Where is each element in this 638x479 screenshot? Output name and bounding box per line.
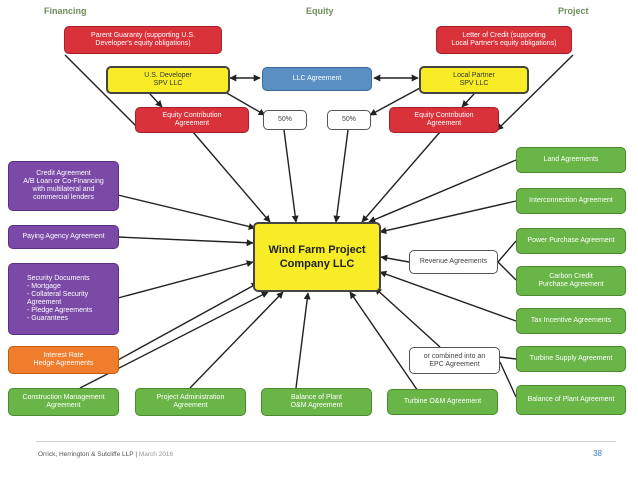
arrow-paying-to-wf bbox=[117, 236, 254, 247]
carbon-credit-box: Carbon Credit Purchase Agreement bbox=[516, 266, 626, 296]
us-developer-box: U.S. Developer SPV LLC bbox=[106, 66, 230, 94]
header-financing: Financing bbox=[44, 6, 87, 16]
arrow-usdev-to-equity-left bbox=[149, 93, 163, 108]
turbine-supply-box: Turbine Supply Agreement bbox=[516, 346, 626, 372]
arrow-security-to-wf bbox=[117, 260, 254, 299]
parent-guaranty-box: Parent Guaranty (supporting U.S. Develop… bbox=[64, 26, 222, 54]
arrow-loc-to-equity-right bbox=[496, 54, 574, 131]
local-partner-box: Local Partner SPV LLC bbox=[419, 66, 529, 94]
arrow-turbine-om-to-wf bbox=[349, 291, 421, 395]
arrow-hedge-to-wf bbox=[117, 282, 259, 361]
footer-date: March 2016 bbox=[138, 451, 174, 458]
pct-left-box: 50% bbox=[263, 110, 307, 130]
interconnection-agreement-box: Interconnection Agreement bbox=[516, 188, 626, 214]
interest-rate-hedge-box: Interest Rate Hedge Agreements bbox=[8, 346, 119, 374]
balance-of-plant-om-box: Balance of Plant O&M Agreement bbox=[261, 388, 372, 416]
tax-incentive-box: Tax Incentive Agreements bbox=[516, 308, 626, 334]
arrow-revenue-to-wf bbox=[380, 254, 410, 263]
arrow-tax-to-wf bbox=[379, 270, 517, 322]
equity-contribution-right-box: Equity Contribution Agreement bbox=[389, 107, 499, 133]
footer-separator: | bbox=[135, 451, 138, 458]
construction-management-box: Construction Management Agreement bbox=[8, 388, 119, 416]
footer-firm: Orrick, Herrington & Sutcliffe LLP bbox=[38, 451, 134, 458]
project-administration-box: Project Administration Agreement bbox=[135, 388, 246, 416]
power-purchase-box: Power Purchase Agreement bbox=[516, 228, 626, 254]
paying-agency-box: Paying Agency Agreement bbox=[8, 225, 119, 249]
arrow-land-to-wf bbox=[368, 159, 517, 223]
turbine-om-box: Turbine O&M Agreement bbox=[387, 389, 498, 415]
arrow-50-right-to-wf bbox=[333, 129, 349, 223]
arrow-50-left-to-wf bbox=[283, 129, 299, 223]
line-revenue-ppa bbox=[497, 240, 517, 263]
arrow-bop-om-to-wf bbox=[295, 292, 311, 389]
wind-farm-project-company-box: Wind Farm Project Company LLC bbox=[253, 222, 381, 292]
line-epc-turbine-supply bbox=[499, 356, 517, 360]
page-number: 38 bbox=[593, 449, 602, 458]
revenue-agreements-box: Revenue Agreements bbox=[409, 250, 498, 274]
security-documents-box: Security Documents - Mortgage - Collater… bbox=[8, 263, 119, 335]
arrow-local-to-equity-right bbox=[461, 93, 475, 108]
footer: Orrick, Herrington & Sutcliffe LLP | Mar… bbox=[38, 451, 173, 458]
balance-of-plant-box: Balance of Plant Agreement bbox=[516, 385, 626, 415]
header-project: Project bbox=[558, 6, 589, 16]
arrow-interconnection-to-wf bbox=[379, 200, 517, 235]
line-epc-bop bbox=[499, 361, 517, 398]
credit-agreement-box: Credit Agreement A/B Loan or Co-Financin… bbox=[8, 161, 119, 211]
header-equity: Equity bbox=[306, 6, 334, 16]
arrow-credit-to-wf bbox=[117, 194, 256, 230]
arrow-projadmin-to-wf bbox=[189, 291, 284, 389]
epc-agreement-box: or combined into an EPC Agreement bbox=[409, 347, 500, 374]
arrow-local-to-50-right bbox=[369, 87, 421, 116]
footer-divider bbox=[36, 441, 616, 442]
arrow-parent-to-equity-left bbox=[64, 54, 143, 133]
land-agreements-box: Land Agreements bbox=[516, 147, 626, 173]
arrow-equity-left-to-wf bbox=[192, 131, 271, 223]
line-revenue-carbon bbox=[497, 261, 517, 281]
arrow-equity-right-to-wf bbox=[361, 131, 441, 223]
pct-right-box: 50% bbox=[327, 110, 371, 130]
equity-contribution-left-box: Equity Contribution Agreement bbox=[135, 107, 249, 133]
arrow-epc-to-wf bbox=[374, 287, 441, 348]
llc-agreement-box: LLC Agreement bbox=[262, 67, 372, 91]
letter-of-credit-box: Letter of Credit (supporting Local Partn… bbox=[436, 26, 572, 54]
